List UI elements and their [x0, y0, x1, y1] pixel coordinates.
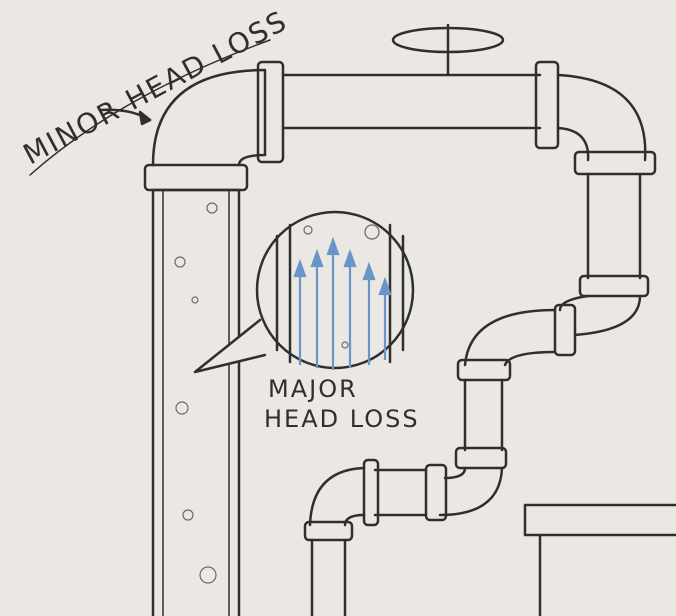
major-head-loss-label-line1: MAJOR — [268, 375, 358, 403]
magnifier-bubble — [255, 210, 415, 370]
coupling-top-right — [534, 60, 560, 150]
coupling-left — [143, 163, 249, 192]
bubbles — [174, 202, 380, 584]
elbow-top-left — [151, 68, 267, 167]
major-head-loss-label-line2: HEAD LOSS — [264, 405, 420, 433]
vertical-pipe — [151, 188, 241, 616]
minor-label-curve — [29, 39, 271, 176]
flow-arrows — [293, 236, 392, 370]
coupling-top-left — [256, 60, 285, 164]
